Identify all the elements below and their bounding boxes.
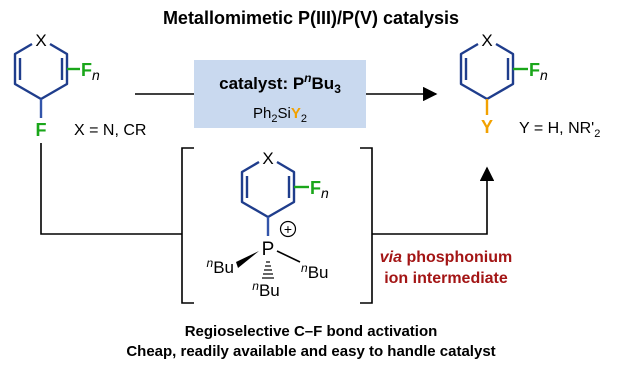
- butyl-right-n: n: [301, 261, 308, 275]
- catalyst-label-n: n: [304, 71, 311, 85]
- bracket-left: [181, 147, 194, 304]
- intermediate-ring: [240, 160, 296, 219]
- footer-line1: Regioselective C–F bond activation: [185, 323, 438, 340]
- product-fn-label: Fn: [529, 60, 548, 83]
- intermediate-fn-label: Fn: [310, 178, 329, 201]
- positive-charge: +: [284, 221, 292, 237]
- positive-charge-circle: [279, 220, 297, 238]
- reagent-si: Si: [278, 105, 291, 122]
- butyl-left-n: n: [207, 256, 214, 270]
- product-fn-n: n: [540, 67, 548, 83]
- butyl-bottom-n: n: [252, 279, 259, 293]
- intermediate-ring-atom-x: X: [262, 149, 273, 168]
- intermediate-molecule: X Fn + P nBu nBu nBu: [207, 149, 329, 300]
- reagent-y: Y: [291, 105, 301, 122]
- via-rest: phosphonium: [402, 249, 512, 266]
- pathway-line-left: [40, 143, 182, 235]
- reactant-fn-label: Fn: [81, 60, 100, 83]
- catalyst-label-bu: Bu: [312, 74, 335, 93]
- footer-line2: Cheap, readily available and easy to han…: [126, 343, 495, 360]
- y-definition: Y = H, NR'2: [519, 120, 600, 140]
- reagent-ph: Ph: [253, 105, 271, 122]
- butyl-right: nBu: [301, 261, 328, 282]
- reagent-y-2: 2: [301, 113, 307, 125]
- reactant-fn-f: F: [81, 60, 92, 80]
- right-bond: [276, 250, 301, 263]
- phosphorus-atom: P: [262, 239, 275, 260]
- intermediate-fn-f: F: [310, 178, 321, 198]
- reactant-ring-atom-x: X: [35, 31, 46, 50]
- via-caption-line1: via phosphonium: [380, 249, 512, 266]
- pathway-arrow-up: [372, 166, 495, 235]
- catalyst-label-prefix: catalyst: P: [219, 74, 304, 93]
- catalyst-label: catalyst: PnBu3: [219, 71, 341, 96]
- product-y-group: Y: [481, 117, 493, 137]
- scheme-title: Metallomimetic P(III)/P(V) catalysis: [163, 8, 459, 28]
- butyl-bottom-bu: Bu: [259, 281, 280, 300]
- y-definition-2: 2: [594, 128, 600, 140]
- butyl-left-bu: Bu: [213, 258, 234, 277]
- bracket-right: [360, 147, 373, 304]
- catalyst-label-3: 3: [334, 82, 341, 96]
- reactant-ring: [13, 42, 69, 101]
- butyl-bottom: nBu: [252, 279, 279, 300]
- hash-bond: [262, 261, 274, 279]
- product-ring-atom-x: X: [481, 31, 492, 50]
- via-italic: via: [380, 249, 402, 266]
- via-caption-line2: ion intermediate: [384, 270, 508, 287]
- butyl-right-bu: Bu: [308, 263, 329, 282]
- reactant-leaving-f: F: [36, 120, 47, 140]
- product-molecule: X Fn Y: [459, 31, 548, 137]
- x-definition: X = N, CR: [74, 122, 146, 139]
- product-fn-f: F: [529, 60, 540, 80]
- reagent-ph-2: 2: [271, 113, 277, 125]
- reactant-fn-n: n: [92, 67, 100, 83]
- wedge-bond: [236, 251, 259, 268]
- reactant-molecule: X Fn F: [13, 31, 100, 140]
- reagent-label: Ph2SiY2: [253, 105, 307, 125]
- catalyst-box: [194, 60, 366, 128]
- butyl-left: nBu: [207, 256, 234, 277]
- intermediate-fn-n: n: [321, 185, 329, 201]
- y-definition-text: Y = H, NR': [519, 120, 594, 137]
- product-ring: [459, 42, 515, 101]
